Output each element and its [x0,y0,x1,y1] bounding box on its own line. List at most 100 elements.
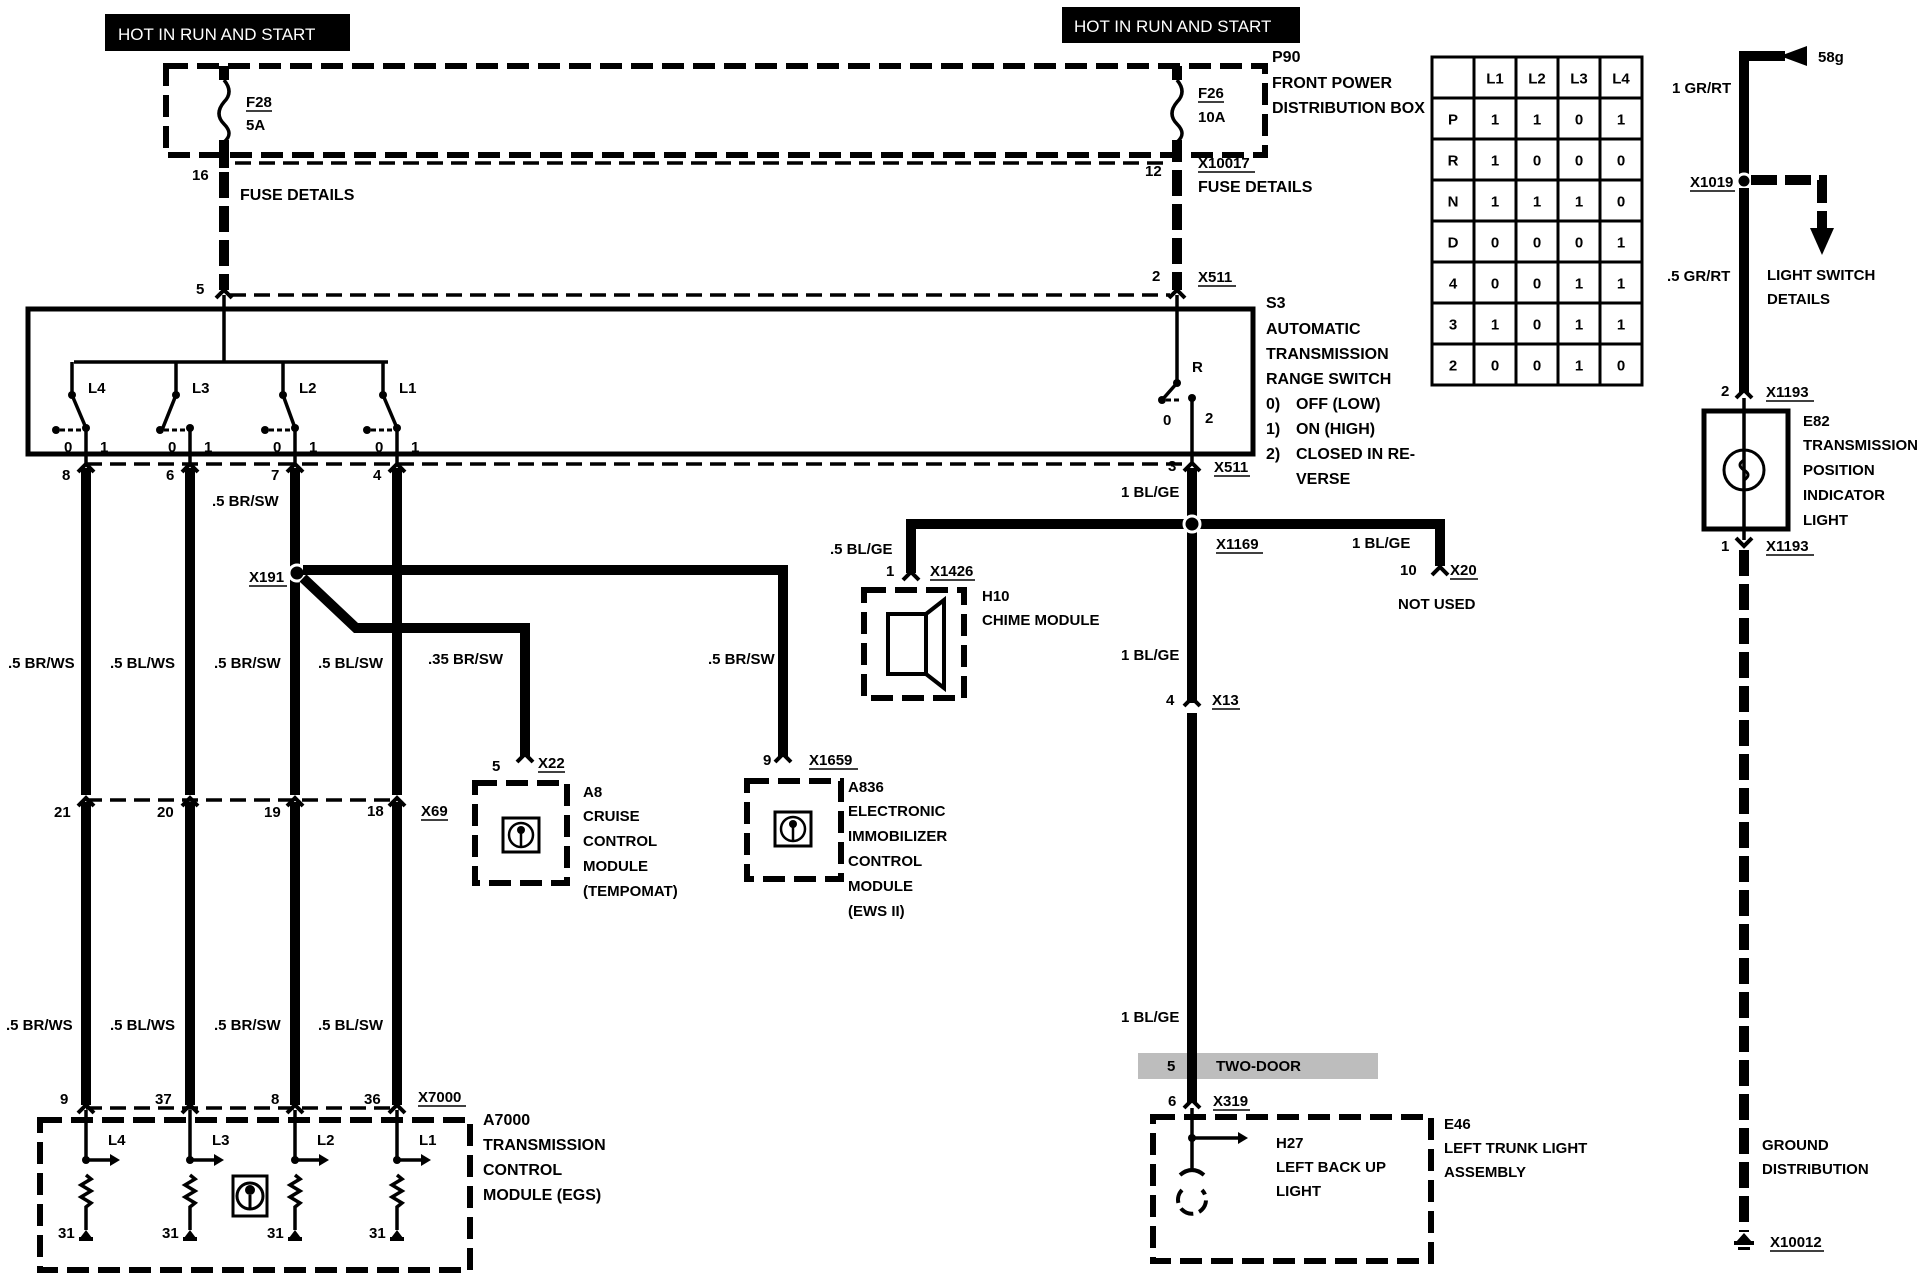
x20-pin: 10 [1400,562,1417,579]
table-cell: 1 [1575,317,1583,334]
h10-chime-module[interactable]: 1 X1426 H10 CHIME MODULE [861,563,1100,701]
bulb-icon [1176,1168,1208,1216]
wire-immobilizer[interactable] [303,565,788,757]
connector-x7000: X7000 [418,1089,461,1106]
fuse-f26: F26 10A [1170,66,1226,162]
x7000-pin: 36 [364,1091,381,1108]
splice-x1019[interactable] [1735,172,1753,190]
terminal-58g: 58g [1818,49,1844,66]
tcm-ground-label: 31 [267,1225,284,1242]
ground-icon [79,1237,93,1241]
pin-12: 12 [1145,163,1162,180]
x1193-bot-pin: 1 [1721,538,1729,555]
pin-2: 2 [1152,268,1160,285]
a836-line: ELECTRONIC [848,803,946,820]
table-cell: 1 [1617,235,1625,252]
s3-pin: 7 [271,467,279,484]
wire-column-l4[interactable]: 8 [62,461,96,1115]
p90-id: P90 [1272,49,1301,66]
pin-16: 16 [192,167,209,184]
e82-indicator-light[interactable]: E82 TRANSMISSION POSITION INDICATOR LIGH… [1701,398,1918,540]
a836-line: (EWS II) [848,903,905,920]
e82-line: TRANSMISSION [1803,437,1918,454]
a8-pin: 5 [492,758,500,775]
table-row-label: 4 [1449,276,1458,293]
pin-3: 3 [1168,458,1176,475]
p90-box [163,63,1268,158]
tcm-output-label: L2 [317,1132,335,1149]
s3-pin: 8 [62,467,70,484]
wire-label-rev1: 1 BL/GE [1121,484,1179,501]
x69-pin: 20 [157,804,174,821]
s3-legend-text: CLOSED IN RE- [1296,446,1415,463]
ground-icon [390,1237,404,1241]
s3-pin: 6 [166,467,174,484]
x7000-pin: 37 [155,1091,172,1108]
a836-immobilizer-module[interactable]: 9 X1659 A836 ELECTRONIC IMMOBILIZER CONT… [744,751,947,920]
table-cell: 1 [1575,276,1583,293]
h27-id: H27 [1276,1135,1304,1152]
s3-legend-text: OFF (LOW) [1296,396,1380,413]
switch-pos1: 1 [100,439,108,456]
wire-58g[interactable] [1739,51,1785,178]
wire-column-l2[interactable]: 7 [271,461,305,1115]
module-icon [501,816,541,854]
x7000-pin: 9 [60,1091,68,1108]
x20-note: NOT USED [1398,596,1476,613]
wire-column-l3[interactable]: 6 [166,461,200,1115]
splice-x191-label: X191 [249,569,284,586]
table-cell: 1 [1491,194,1499,211]
fuse-f26-rating: 10A [1198,109,1226,126]
switch-label: L4 [88,380,106,397]
connector-x69: X69 [421,803,448,820]
wire-label-col4: .5 BL/SW [318,655,384,672]
wire-column-l1[interactable]: 4 [373,461,407,1115]
wire-label-x20: 1 BL/GE [1352,535,1410,552]
resistor-icon [77,1173,95,1230]
switch-pos0: 0 [168,439,176,456]
wire-label-col2: .5 BL/WS [110,655,175,672]
a8-line: CONTROL [583,833,657,850]
wire-x1169-branch[interactable] [906,519,1445,573]
h10-id: H10 [982,588,1010,605]
wire-light-switch[interactable] [1751,175,1827,230]
a836-pin: 9 [763,752,771,769]
h27-line: LIGHT [1276,1183,1321,1200]
tcm-output-label: L1 [419,1132,437,1149]
table-cell: 1 [1617,317,1625,334]
table-row-label: N [1448,194,1459,211]
e46-line: ASSEMBLY [1444,1164,1526,1181]
resistor-icon [286,1173,304,1230]
table-row-label: R [1448,153,1459,170]
e46-trunk-light-assembly[interactable]: 6 X319 H27 LEFT BACK UP LIGHT E46 LEFT T… [1150,1093,1587,1264]
a8-line: (TEMPOMAT) [583,883,678,900]
switch-pos0: 0 [273,439,281,456]
a7000-box [37,1117,473,1273]
connector-x20: X20 [1450,562,1477,579]
s3-switch-box [25,306,1256,457]
two-door-pin: 5 [1167,1058,1175,1075]
table-header: L4 [1612,71,1630,88]
s3-label: S3 AUTOMATIC TRANSMISSION RANGE SWITCH 0… [1266,295,1415,488]
wire-cruise[interactable] [299,574,530,757]
table-cell: 1 [1491,153,1499,170]
splice-x1019-label: X1019 [1690,174,1733,191]
a8-line: CRUISE [583,808,640,825]
pin-5: 5 [196,281,204,298]
two-door-note: 5 TWO-DOOR [1138,1053,1378,1079]
switch-r-label: R [1192,359,1203,376]
a7000-line: MODULE (EGS) [483,1187,601,1204]
e82-id: E82 [1803,413,1830,430]
fuse-f28-rating: 5A [246,117,265,134]
table-cell: 0 [1491,235,1499,252]
resistor-icon [388,1173,406,1230]
table-row-label: 3 [1449,317,1457,334]
fuse-f26-id: F26 [1198,85,1224,102]
lamp-icon [1722,448,1766,492]
e46-id: E46 [1444,1116,1471,1133]
a8-cruise-module[interactable]: 5 X22 A8 CRUISE CONTROL MODULE (TEMPOMAT… [472,751,678,900]
table-cell: 1 [1491,317,1499,334]
table-cell: 0 [1533,358,1541,375]
wire-label-cruise: .35 BR/SW [428,651,504,668]
splice-x1169[interactable] [1182,514,1202,534]
